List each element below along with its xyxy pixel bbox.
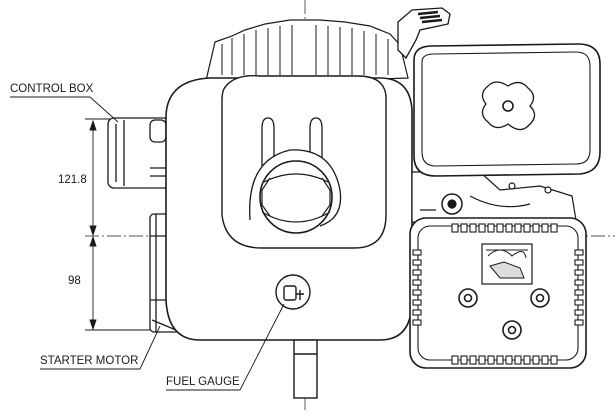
carburetor-area [411, 171, 577, 223]
muffler [409, 217, 587, 369]
dimension-lines [85, 118, 150, 331]
starter-motor-label: STARTER MOTOR [40, 355, 139, 367]
fuel-gauge-label: FUEL GAUGE [166, 376, 240, 388]
leader-lines [10, 96, 285, 391]
fan-cover [165, 75, 413, 341]
dimension-lower-value: 98 [68, 275, 81, 287]
control-box-label: CONTROL BOX [10, 83, 94, 95]
air-cleaner [413, 43, 601, 177]
control-box [107, 117, 172, 189]
choke-lever [397, 7, 451, 60]
fuel-gauge-symbol [275, 274, 311, 310]
dimension-upper-value: 121.8 [58, 174, 87, 186]
recoil-starter-top [204, 19, 409, 86]
crankshaft [293, 339, 318, 399]
